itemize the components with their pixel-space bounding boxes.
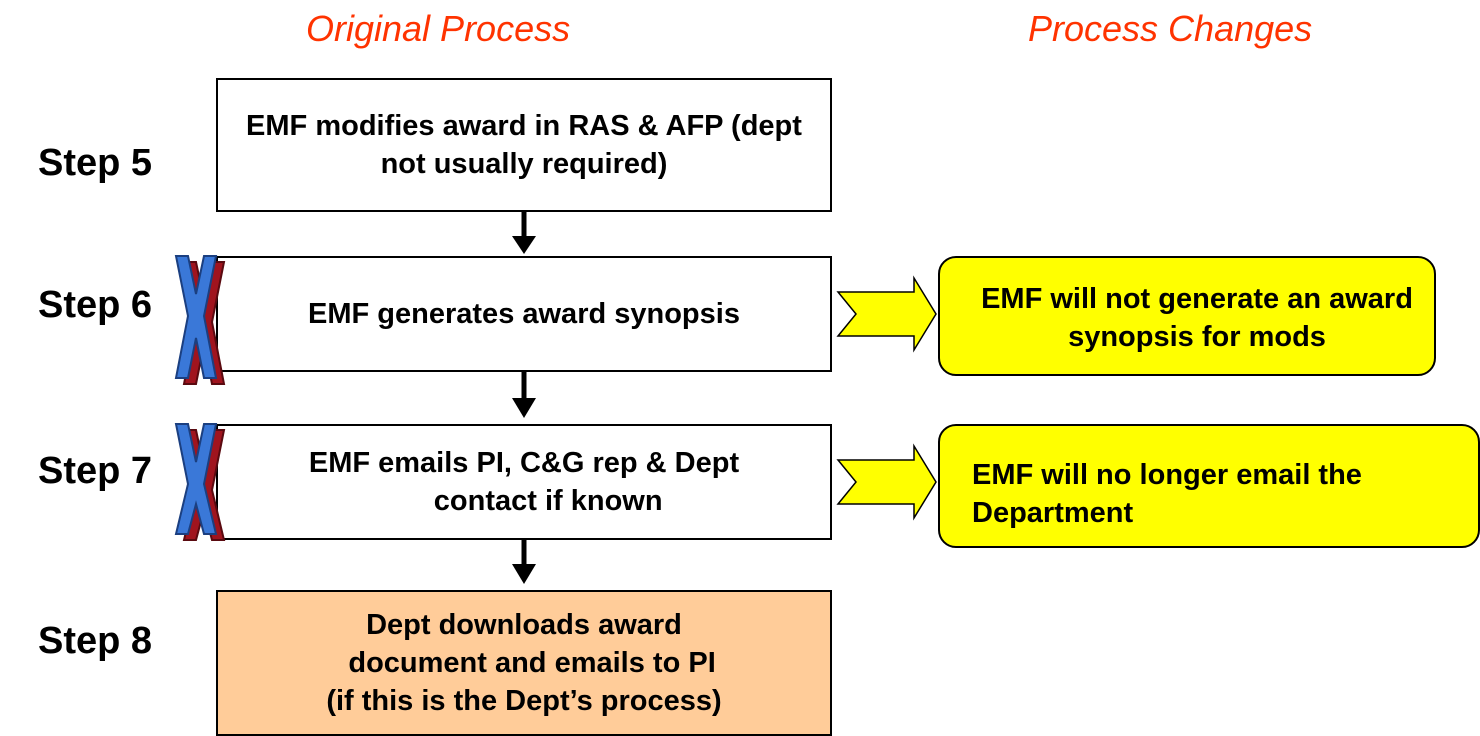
step-7-change-text: EMF will no longer email the Department	[972, 459, 1362, 529]
arrow-step5-to-step6	[512, 212, 536, 254]
arrow-step7-to-step8	[512, 540, 536, 584]
step-8-label: Step 8	[38, 620, 153, 662]
process-changes-heading: Process Changes	[1028, 8, 1313, 49]
step-7-label: Step 7	[38, 450, 153, 492]
step-5-box: EMF modifies award in RAS & AFP (dept no…	[216, 78, 832, 212]
step-7-box: EMF emails PI, C&G rep & Dept contact if…	[216, 424, 832, 540]
step-6-change-note: EMF will not generate an award synopsis …	[938, 256, 1436, 376]
step-5-text: EMF modifies award in RAS & AFP (dept no…	[246, 110, 802, 180]
step-6-label: Step 6	[38, 284, 153, 326]
step-6-text: EMF generates award synopsis	[308, 298, 740, 330]
arrow-step6-to-step7	[512, 372, 536, 418]
step-7-change-note: EMF will no longer email the Department	[938, 424, 1480, 548]
step-5-label: Step 5	[38, 142, 153, 184]
step-8-text: Dept downloads award document and emails…	[326, 609, 722, 717]
step-8-box: Dept downloads award document and emails…	[216, 590, 832, 736]
step-7-x-mark-icon	[174, 423, 226, 541]
change-arrow-step6	[836, 275, 937, 353]
step-6-box: EMF generates award synopsis	[216, 256, 832, 372]
step-6-x-mark-icon	[174, 255, 226, 385]
change-arrow-step7	[836, 443, 937, 521]
step-6-change-text: EMF will not generate an award synopsis …	[981, 283, 1413, 353]
step-7-text: EMF emails PI, C&G rep & Dept contact if…	[308, 447, 740, 517]
original-process-heading: Original Process	[306, 8, 571, 49]
